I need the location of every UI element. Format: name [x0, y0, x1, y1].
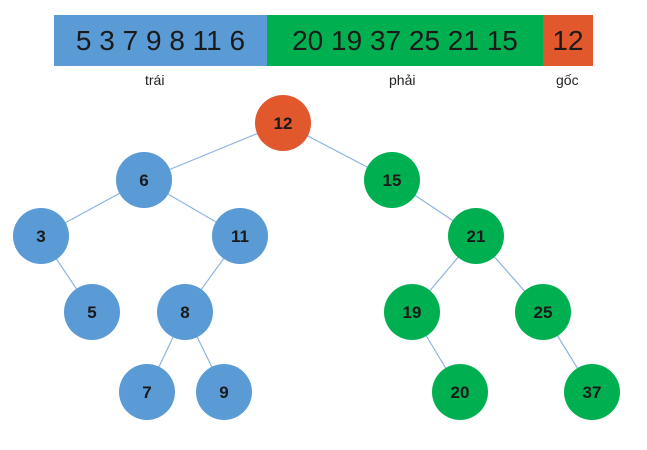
node-11: 11 [212, 208, 268, 264]
node-circle-19 [384, 284, 440, 340]
right-label: phải [389, 72, 416, 88]
left-subtree-segment: 5 3 7 9 8 11 6 [54, 15, 267, 66]
node-20: 20 [432, 364, 488, 420]
node-label-19: 19 [403, 303, 422, 322]
node-circle-37 [564, 364, 620, 420]
node-21: 21 [448, 208, 504, 264]
node-37: 37 [564, 364, 620, 420]
node-label-7: 7 [142, 383, 151, 402]
node-circle-20 [432, 364, 488, 420]
node-25: 25 [515, 284, 571, 340]
node-label-11: 11 [231, 227, 249, 246]
node-7: 7 [119, 364, 175, 420]
node-5: 5 [64, 284, 120, 340]
node-label-15: 15 [383, 171, 402, 190]
node-label-21: 21 [467, 227, 486, 246]
node-label-5: 5 [87, 303, 96, 322]
node-6: 6 [116, 152, 172, 208]
node-circle-15 [364, 152, 420, 208]
node-3: 3 [13, 208, 69, 264]
root-segment: 12 [543, 15, 593, 66]
node-label-20: 20 [451, 383, 470, 402]
root-label: gốc [556, 72, 579, 88]
node-circle-5 [64, 284, 120, 340]
right-subtree-segment: 20 19 37 25 21 15 [267, 15, 543, 66]
node-label-37: 37 [583, 383, 602, 402]
node-15: 15 [364, 152, 420, 208]
node-19: 19 [384, 284, 440, 340]
node-label-12: 12 [274, 114, 293, 133]
node-label-9: 9 [219, 383, 228, 402]
node-9: 9 [196, 364, 252, 420]
node-label-8: 8 [180, 303, 189, 322]
node-circle-7 [119, 364, 175, 420]
left-label: trái [145, 72, 165, 88]
node-circle-21 [448, 208, 504, 264]
node-8: 8 [157, 284, 213, 340]
node-12: 12 [255, 95, 311, 151]
node-label-6: 6 [139, 171, 148, 190]
node-label-25: 25 [534, 303, 553, 322]
node-circle-25 [515, 284, 571, 340]
node-label-3: 3 [36, 227, 45, 246]
node-circle-9 [196, 364, 252, 420]
node-circle-11 [212, 208, 268, 264]
node-circle-8 [157, 284, 213, 340]
node-circle-3 [13, 208, 69, 264]
node-circle-12 [255, 95, 311, 151]
node-circle-6 [116, 152, 172, 208]
